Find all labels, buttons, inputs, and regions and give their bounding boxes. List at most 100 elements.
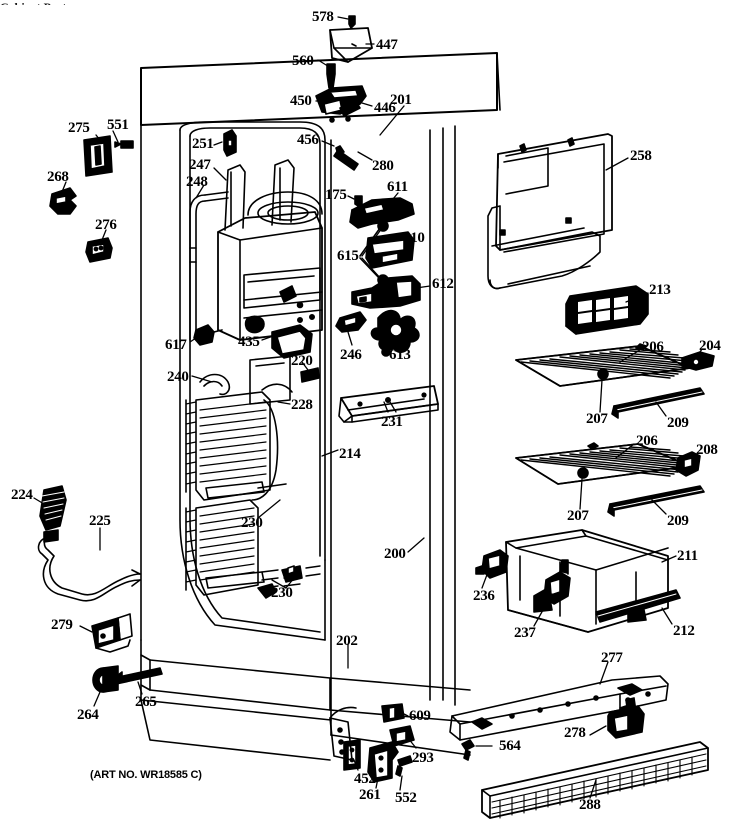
callout-212: 212 — [673, 623, 695, 639]
callout-447: 447 — [376, 37, 398, 53]
water-tube-fitting-280 — [333, 145, 359, 171]
callout-208: 208 — [696, 442, 718, 458]
top-hinge-cover-447 — [329, 27, 373, 63]
callout-213: 213 — [649, 282, 671, 298]
callout-225: 225 — [89, 513, 111, 529]
callout-280: 280 — [372, 158, 394, 174]
callout-206-lower: 206 — [636, 433, 658, 449]
cabinet-shell-outline — [140, 52, 501, 761]
shelf-stop-upper-207 — [597, 368, 609, 380]
cabinet-base-foot — [329, 706, 357, 761]
drain-tube-240 — [199, 373, 231, 396]
top-hinge-bracket-446-450 — [315, 85, 367, 123]
water-valve-clip-251 — [223, 129, 237, 157]
callout-293: 293 — [412, 750, 434, 766]
ice-chute-gasket-435 — [271, 324, 313, 359]
small-screw-175 — [354, 195, 363, 207]
roller-wheel-264 — [92, 665, 119, 693]
callout-209-upper: 209 — [667, 415, 689, 431]
callout-609: 609 — [409, 708, 431, 724]
callout-200: 200 — [384, 546, 406, 562]
ice-cube-tray-213 — [565, 285, 649, 335]
callout-248: 248 — [186, 174, 208, 190]
callout-612: 612 — [432, 276, 454, 292]
callout-275: 275 — [68, 120, 90, 136]
art-number-label: (ART NO. WR18585 C) — [90, 769, 202, 781]
callout-261: 261 — [359, 787, 381, 803]
wire-shelf-upper-206 — [515, 343, 691, 387]
slide-roller-278 — [607, 697, 645, 739]
water-tube-248 — [189, 191, 229, 341]
callout-265: 265 — [135, 694, 157, 710]
bottom-hinge-bracket-261 — [367, 741, 399, 783]
clip-bracket-246 — [335, 311, 367, 333]
callout-258: 258 — [630, 148, 652, 164]
spacer-block-293 — [389, 725, 415, 747]
leader-lines — [33, 16, 703, 799]
base-grille-288 — [481, 741, 709, 819]
callout-276: 276 — [95, 217, 117, 233]
callout-240: 240 — [167, 369, 189, 385]
storage-bin-211 — [505, 529, 669, 633]
hinge-screw-578 — [348, 15, 356, 29]
callout-446: 446 — [374, 100, 396, 116]
tube-clamp-617 — [193, 324, 223, 346]
callout-279: 279 — [51, 617, 73, 633]
callout-237: 237 — [514, 625, 536, 641]
callout-230-lower: 230 — [271, 585, 293, 601]
retainer-clip-220 — [300, 367, 320, 383]
callout-202: 202 — [336, 633, 358, 649]
callout-204: 204 — [699, 338, 721, 354]
callout-564: 564 — [499, 738, 521, 754]
callout-175: 175 — [325, 187, 347, 203]
shelf-trim-lower-209 — [607, 485, 705, 517]
coil-clamp-lower — [257, 565, 303, 599]
callout-456: 456 — [297, 132, 319, 148]
callout-230-upper: 230 — [241, 515, 263, 531]
motor-mount-bracket-612 — [351, 275, 421, 309]
callout-211: 211 — [677, 548, 698, 564]
callout-450: 450 — [290, 93, 312, 109]
callout-610: 610 — [403, 230, 425, 246]
freezer-liner-214 — [179, 121, 326, 641]
light-socket-276 — [85, 237, 113, 263]
bin-rail-bracket-237 — [543, 559, 571, 605]
callout-264: 264 — [77, 707, 99, 723]
roller-axle-265 — [113, 667, 163, 685]
shelf-stop-lower-207 — [577, 467, 589, 479]
leveling-leg-bracket-279 — [91, 613, 133, 653]
callout-209-lower: 209 — [667, 513, 689, 529]
callout-246: 246 — [340, 347, 362, 363]
icemaker-assembly — [217, 159, 323, 341]
wire-shelf-lower-206 — [515, 442, 691, 485]
callout-452: 452 — [354, 771, 376, 787]
light-lens-275 — [83, 135, 113, 177]
drawer-slide-rail-277 — [449, 675, 669, 741]
bin-front-trim-212 — [595, 589, 681, 623]
callout-231: 231 — [381, 414, 403, 430]
callout-247: 247 — [189, 157, 211, 173]
slide-screw-564 — [461, 739, 475, 761]
callout-560: 560 — [292, 53, 314, 69]
callout-201: 201 — [390, 92, 412, 108]
callout-278: 278 — [564, 725, 586, 741]
callout-435: 435 — [238, 334, 260, 350]
fan-motor-610 — [365, 231, 415, 269]
capillary-tube-225 — [37, 529, 141, 602]
callout-552: 552 — [395, 790, 417, 806]
callout-615: 615 — [337, 248, 359, 264]
grommet-609 — [381, 703, 405, 723]
hinge-screw-552 — [395, 755, 413, 777]
callout-611: 611 — [387, 179, 408, 195]
fan-blade-613 — [370, 309, 420, 357]
callout-613: 613 — [389, 347, 411, 363]
screw-551 — [114, 140, 134, 149]
drier-filter-224 — [39, 485, 67, 531]
evaporator-cover-228 — [249, 355, 293, 405]
callout-224: 224 — [11, 487, 33, 503]
bin-support-clip-236 — [475, 549, 509, 579]
callout-207-lower: 207 — [567, 508, 589, 524]
callout-251: 251 — [192, 136, 214, 152]
